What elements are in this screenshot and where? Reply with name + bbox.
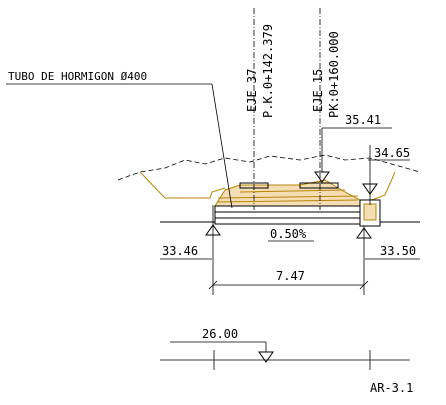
elevation-right-upper-triangle: [362, 183, 378, 195]
elevation-right: 33.50: [380, 244, 416, 258]
axis-37-name: EJE 37: [245, 69, 259, 112]
elevation-top: 35.41: [345, 113, 381, 127]
length-label: 7.47: [276, 269, 305, 283]
length-tick-left: [208, 280, 218, 290]
pipe-leader: [211, 83, 233, 209]
terrain-profile: [117, 154, 421, 181]
elevation-right-upper: 34.65: [374, 146, 410, 160]
axis-15-name: EJE 15: [311, 69, 325, 112]
slope-label: 0.50%: [270, 227, 307, 241]
axis-37-pk: P.K.0+142.379: [261, 24, 275, 118]
marker-right: [299, 182, 339, 189]
headwall-inner: [363, 203, 377, 221]
pavement-line-1: [217, 195, 359, 199]
axis-15-pk: PK:0+160.000: [327, 31, 341, 118]
elevation-lower-triangle: [258, 351, 274, 363]
elevation-top-triangle: [314, 171, 330, 183]
right-embankment: [371, 171, 396, 201]
length-tick-right: [359, 280, 369, 290]
pipe-body: [214, 205, 361, 225]
pavement-line-2: [217, 199, 359, 203]
left-elevation-triangle: [205, 224, 221, 236]
right-elevation-triangle: [356, 227, 372, 239]
pavement-line-3: [239, 189, 346, 193]
left-embankment: [139, 171, 226, 199]
elevation-lower: 26.00: [202, 327, 238, 341]
pipe-label: TUBO DE HORMIGON Ø400: [8, 70, 147, 83]
elevation-left: 33.46: [162, 244, 198, 258]
drawing-id: AR-3.1: [370, 381, 413, 395]
